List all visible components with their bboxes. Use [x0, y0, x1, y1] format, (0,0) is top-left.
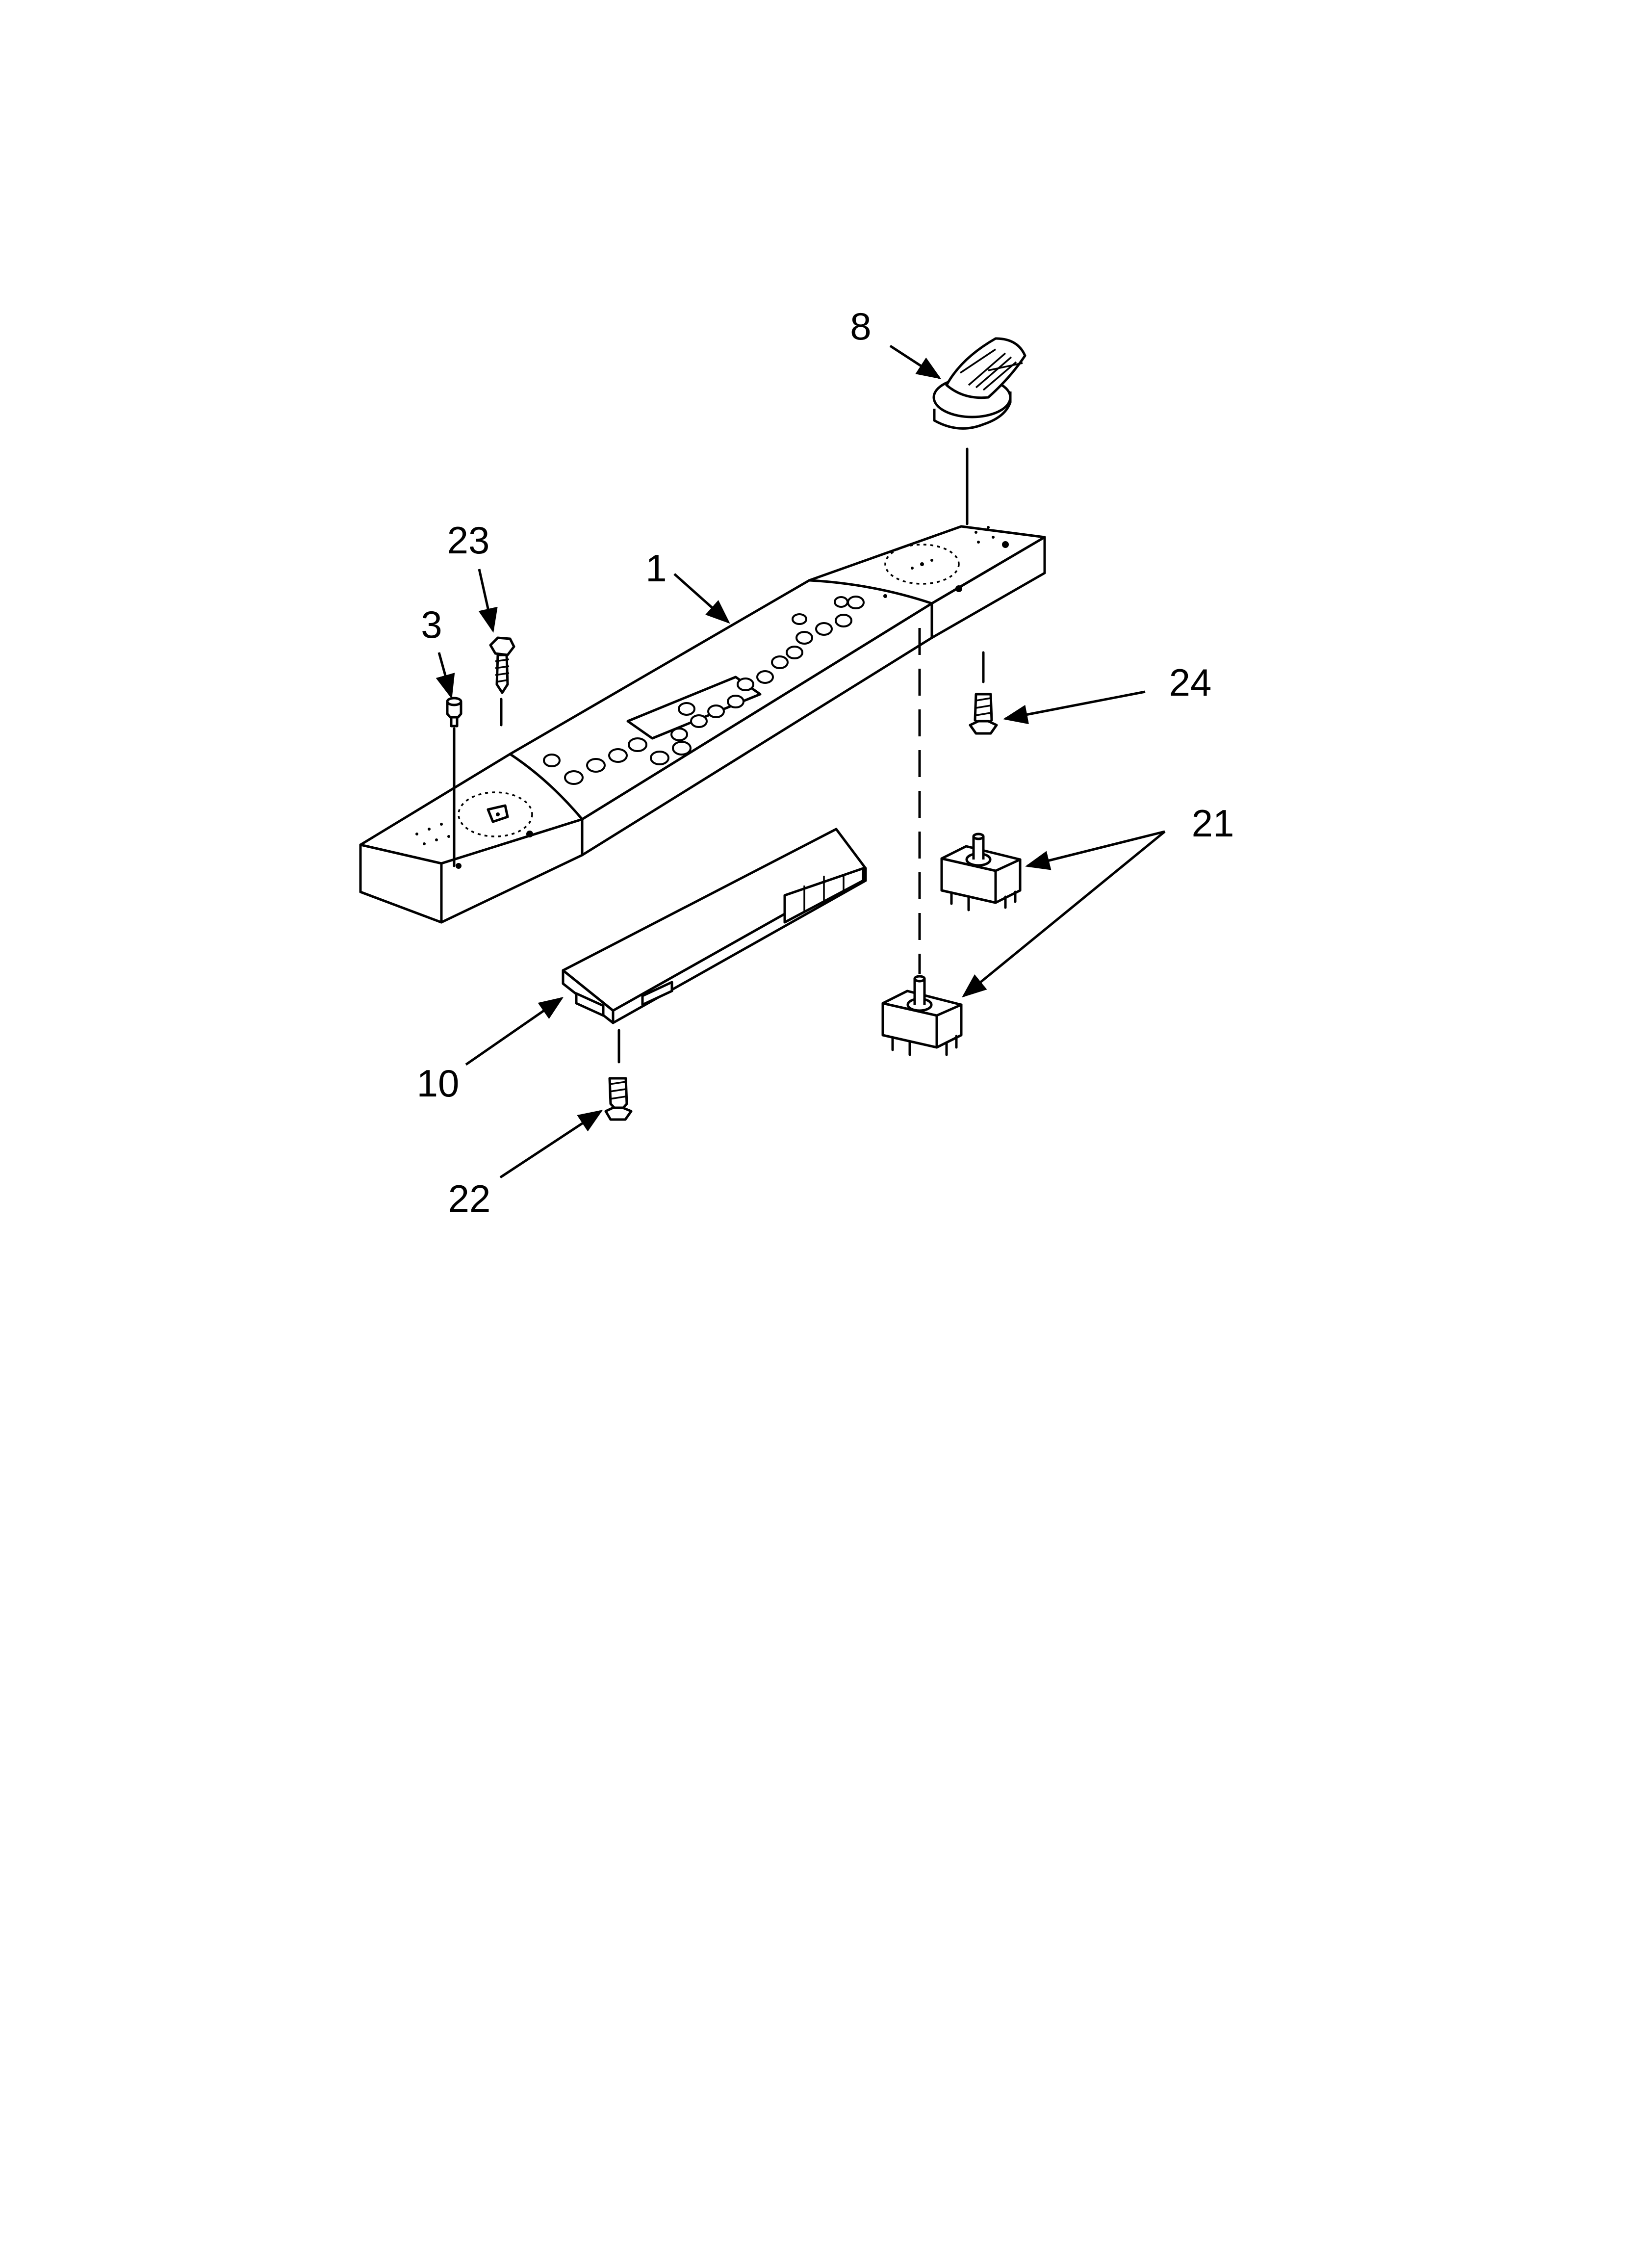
screw-22 — [604, 1077, 633, 1121]
right-knob-mount — [883, 526, 1009, 598]
keypad-buttons — [543, 596, 865, 785]
leader-lines — [436, 344, 1166, 1179]
screw-23 — [489, 636, 515, 694]
callout-1: 1 — [645, 547, 667, 590]
control-panel-console — [359, 525, 1046, 924]
callout-22: 22 — [448, 1177, 491, 1220]
screw-3 — [446, 697, 462, 728]
callout-21: 21 — [1192, 802, 1234, 845]
callout-10: 10 — [417, 1062, 460, 1105]
screw-24 — [969, 693, 998, 735]
control-board — [562, 828, 867, 1024]
callout-24: 24 — [1169, 661, 1212, 704]
left-knob-mount — [415, 791, 533, 869]
callout-23: 23 — [447, 519, 490, 562]
switch-lower — [881, 975, 963, 1056]
switch-upper — [940, 833, 1022, 912]
callout-8: 8 — [850, 305, 871, 348]
callout-3: 3 — [421, 603, 442, 646]
control-knob — [932, 337, 1026, 430]
